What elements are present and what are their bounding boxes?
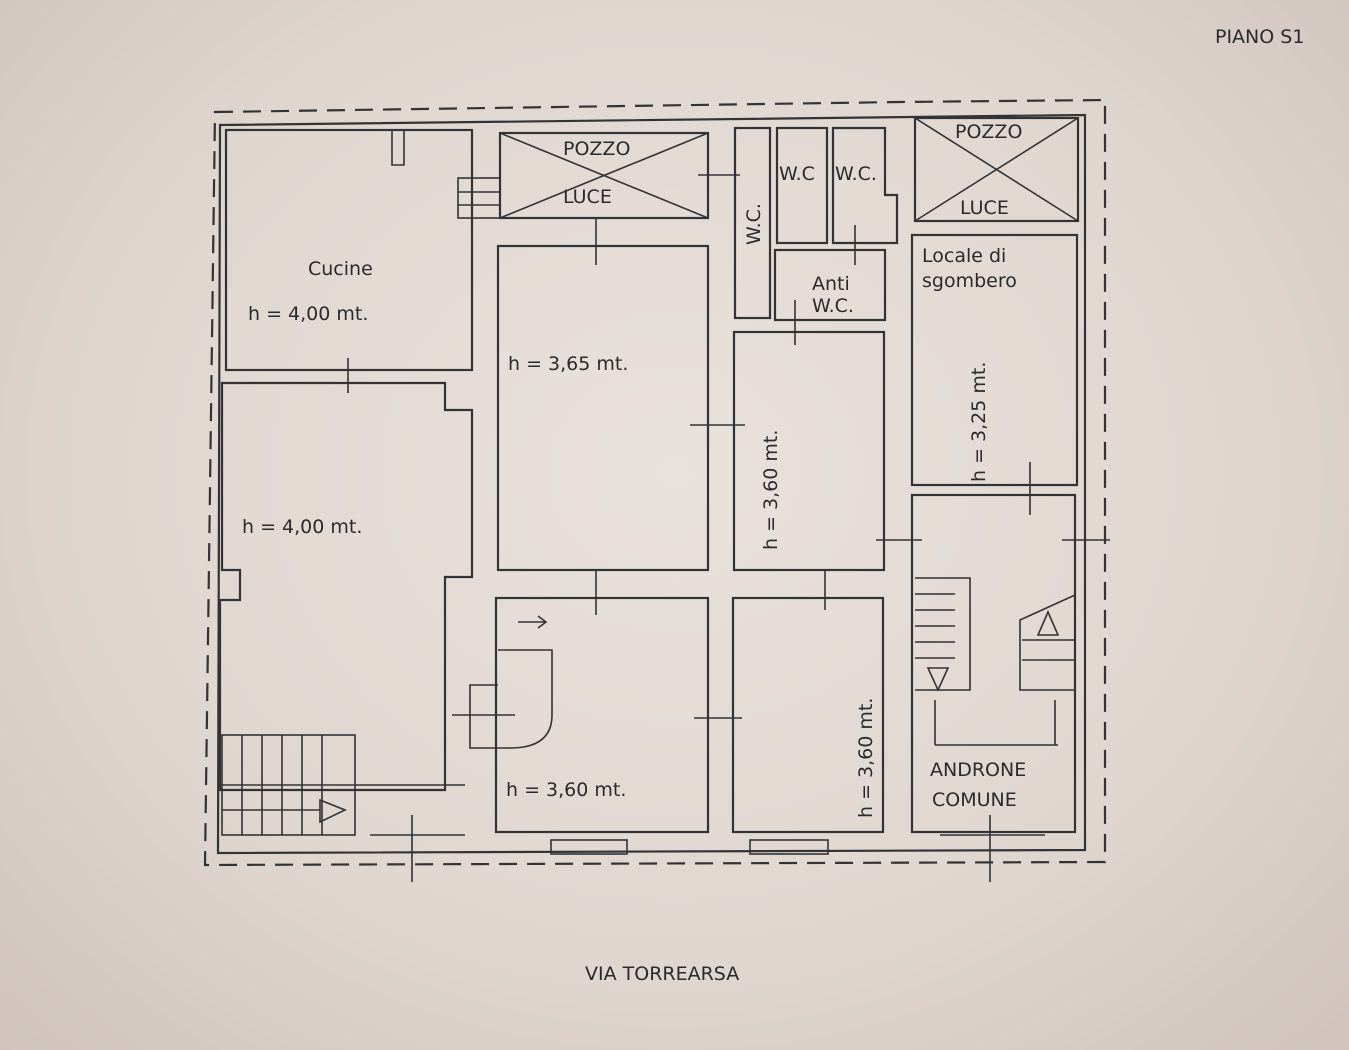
room-cucine [224,128,474,372]
street-label: VIA TORREARSA [585,963,739,985]
staircase-small-top [457,177,501,219]
pozzo-1-top: POZZO [563,138,630,160]
wc-a-name: W.C [779,163,815,185]
pozzo-2-bottom: LUCE [960,197,1009,219]
outer-wall [216,113,1087,855]
cucine-name: Cucine [308,258,373,280]
androne-line1: ANDRONE [930,759,1026,781]
room-androne-comune [910,493,1077,834]
anti-wc-line1: Anti [812,273,850,295]
androne-line2: COMUNE [932,789,1017,811]
room-sgombero [910,233,1079,487]
floor-label: PIANO S1 [1215,26,1304,48]
pozzo-1-bottom: LUCE [563,186,612,208]
windows-doors [347,174,1110,882]
pozzo-luce-1: POZZO LUCE [498,131,710,220]
chimney-notch [391,130,405,166]
anti-wc-line2: W.C. [812,295,854,317]
room-wc-vertical [733,126,772,320]
center-top-height: h = 3,65 mt. [508,353,628,375]
spiral-staircase [469,615,553,749]
staircase-bottom-left [221,734,465,836]
sgombero-height: h = 3,25 mt. [968,362,990,482]
right-top-height: h = 3,60 mt. [760,430,782,550]
pozzo-2-top: POZZO [955,121,1022,143]
room-center-top [496,244,710,572]
staircase-androne [915,577,1076,746]
room-anti-wc [773,248,887,322]
room-right-top [732,330,886,572]
right-bottom-height: h = 3,60 mt. [855,698,877,818]
wc-b-name: W.C. [835,163,877,185]
room-wc-b [831,126,899,245]
property-boundary [203,98,1107,867]
wc-vertical-name: W.C. [743,203,765,245]
sgombero-name-1: Locale di [922,245,1006,267]
center-bottom-height: h = 3,60 mt. [506,779,626,801]
left-large-height: h = 4,00 mt. [242,516,362,538]
pozzo-luce-2: POZZO LUCE [913,116,1080,223]
room-wc-a [775,126,829,245]
room-right-bottom [731,596,885,834]
room-left-large [218,381,474,792]
cucine-height: h = 4,00 mt. [248,303,368,325]
sgombero-name-2: sgombero [922,270,1017,292]
